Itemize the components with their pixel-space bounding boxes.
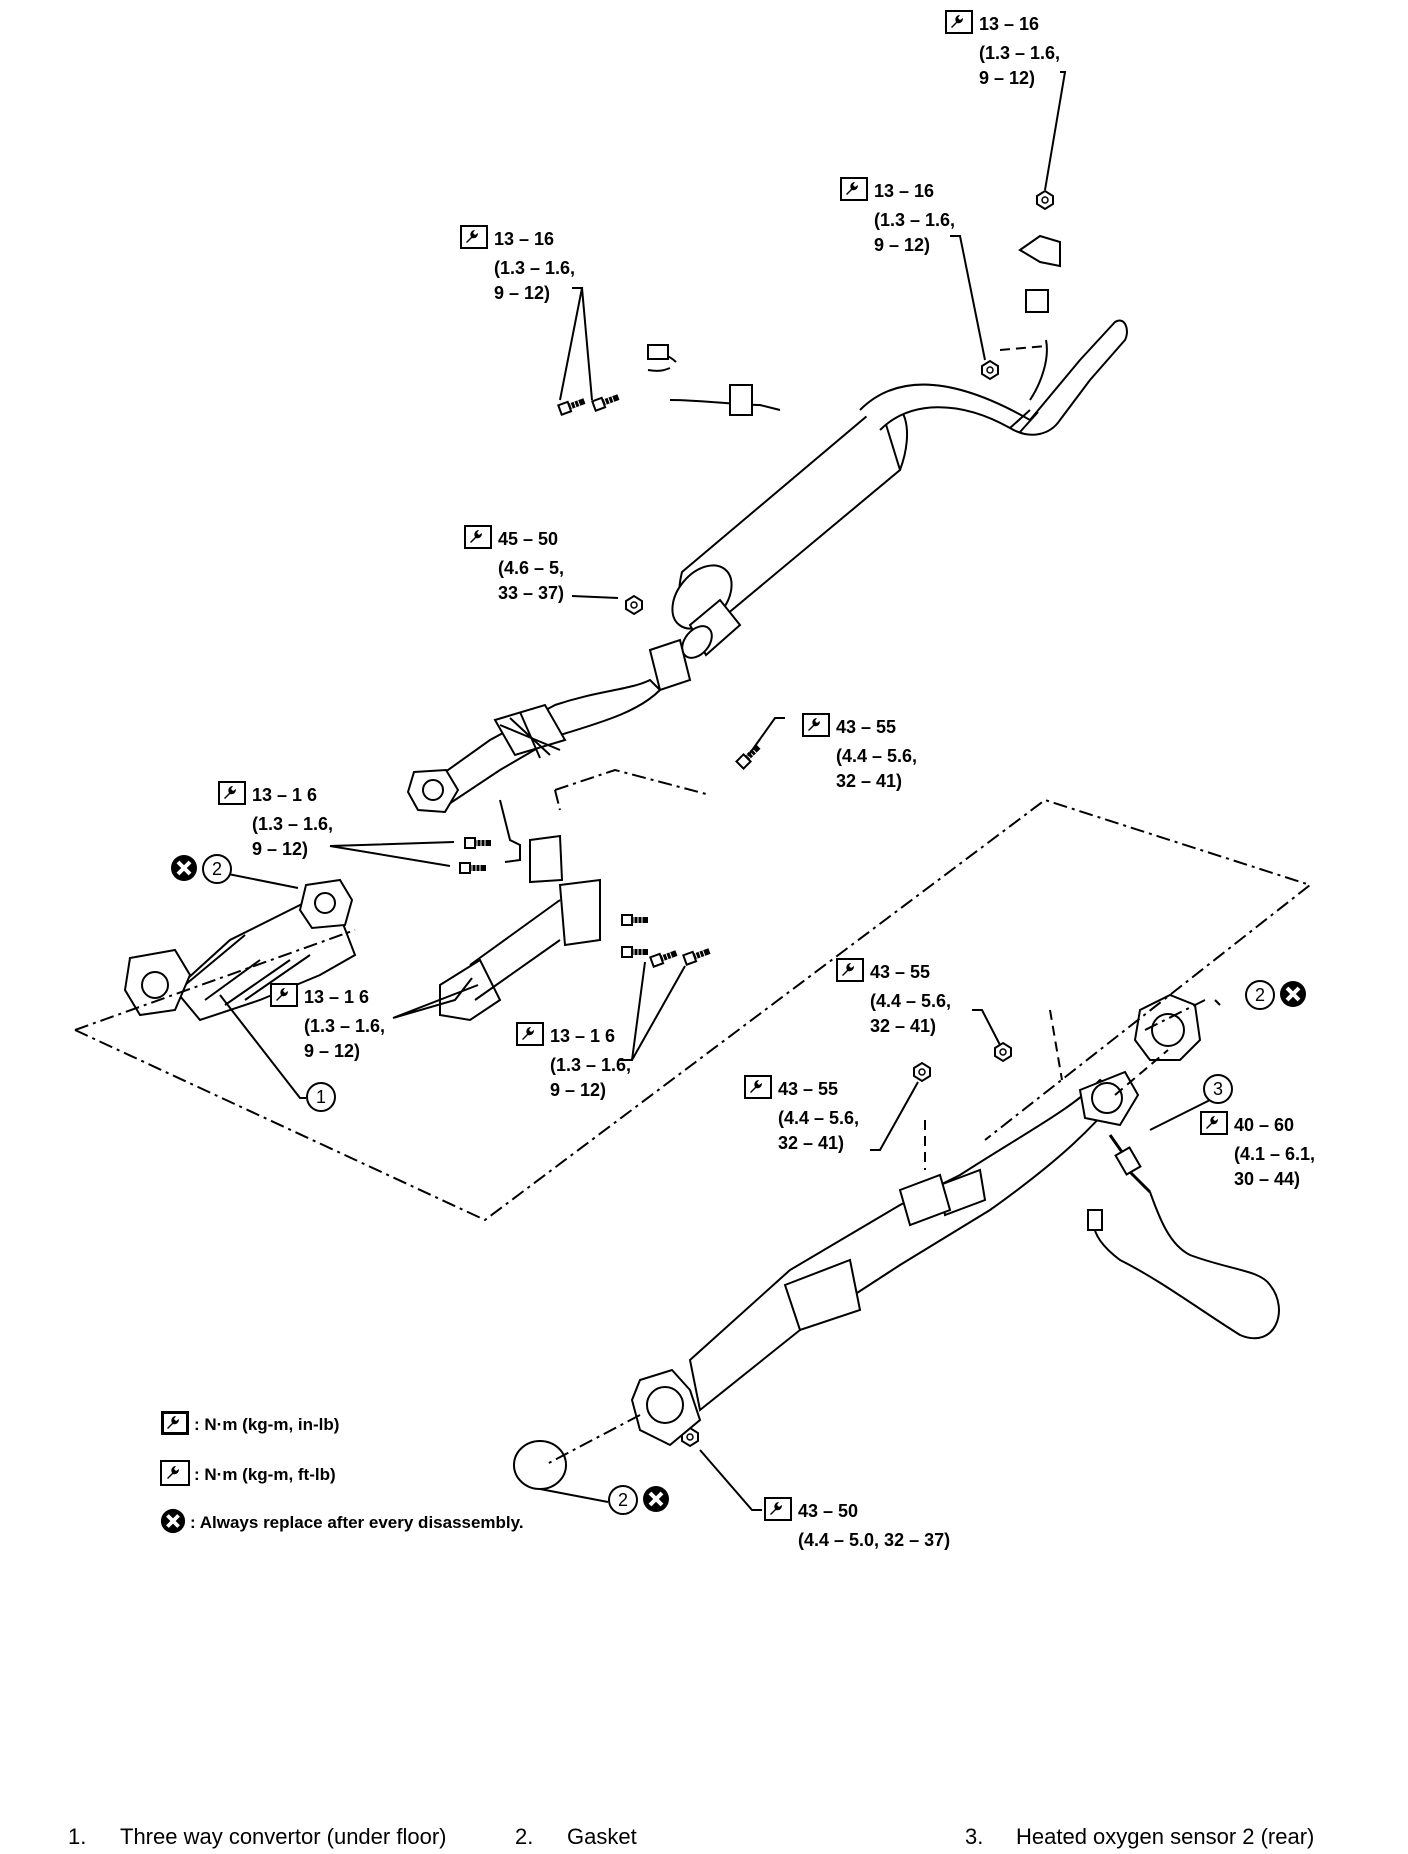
torque-kgm: (4.4 – 5.6,: [778, 1108, 860, 1128]
torque-wrench-icon: [802, 713, 830, 744]
torque-value: 43 – 50: [798, 1501, 859, 1521]
torque-kgm: (4.4 – 5.6,: [870, 991, 952, 1011]
main-muffler: [671, 402, 908, 659]
torque-label-10: 43 – 55 (4.4 – 5.6, 32 – 41): [744, 1075, 859, 1156]
part-number: 1.: [68, 1824, 87, 1849]
torque-label-8: 13 – 1 6 (1.3 – 1.6, 9 – 12): [516, 1022, 631, 1103]
torque-label-11: 40 – 60 (4.1 – 6.1, 30 – 44): [1200, 1111, 1315, 1192]
torque-ftlb: 9 – 12): [252, 839, 309, 859]
part-name: Three way convertor (under floor): [120, 1824, 447, 1849]
torque-wrench-icon: [516, 1022, 544, 1053]
torque-value: 40 – 60: [1234, 1115, 1295, 1135]
torque-label-6: 13 – 1 6 (1.3 – 1.6, 9 – 12): [218, 781, 333, 862]
torque-ftlb: 9 – 12): [874, 235, 931, 255]
torque-value: 13 – 16: [979, 14, 1040, 34]
torque-wrench-icon: [836, 958, 864, 989]
torque-wrench-icon: [160, 1460, 190, 1491]
torque-ftlb: 33 – 37): [498, 583, 565, 603]
torque-kgm: (4.6 – 5,: [498, 558, 565, 578]
always-replace-icon: [642, 1485, 670, 1518]
torque-kgm: (1.3 – 1.6,: [494, 258, 576, 278]
torque-value: 43 – 55: [778, 1079, 839, 1099]
torque-value: 13 – 16: [494, 229, 555, 249]
torque-ftlb: 9 – 12): [494, 283, 551, 303]
callout-2: 2: [1245, 980, 1275, 1010]
torque-ftlb: 32 – 41): [778, 1133, 845, 1153]
torque-label-3: 13 – 16 (1.3 – 1.6, 9 – 12): [460, 225, 575, 306]
part-number: 2.: [515, 1824, 534, 1849]
torque-label-5: 43 – 55 (4.4 – 5.6, 32 – 41): [802, 713, 917, 794]
torque-kgm: (4.4 – 5.0, 32 – 37): [798, 1530, 951, 1550]
torque-wrench-icon: [218, 781, 246, 812]
torque-wrench-icon: [270, 983, 298, 1014]
torque-value: 43 – 55: [836, 717, 897, 737]
torque-value: 13 – 16: [874, 181, 935, 201]
torque-ftlb: 30 – 44): [1234, 1169, 1301, 1189]
callout-2: 2: [202, 854, 232, 884]
torque-wrench-icon: [840, 177, 868, 208]
torque-wrench-icon: [464, 525, 492, 556]
torque-value: 45 – 50: [498, 529, 559, 549]
torque-kgm: (1.3 – 1.6,: [874, 210, 956, 230]
callout-3: 3: [1203, 1074, 1233, 1104]
torque-value: 13 – 1 6: [252, 785, 318, 805]
torque-wrench-icon: [764, 1497, 792, 1528]
torque-ftlb: 9 – 12): [304, 1041, 361, 1061]
front-exhaust-pipe: [630, 993, 1202, 1447]
part-name: Gasket: [567, 1824, 637, 1849]
torque-wrench-icon: [1200, 1111, 1228, 1142]
always-replace-icon: [170, 854, 198, 887]
legend-in-lb-text: : N·m (kg-m, in-lb): [194, 1415, 340, 1434]
three-way-convertor: [123, 878, 357, 1022]
legend-replace: : Always replace after every disassembly…: [160, 1508, 524, 1539]
torque-wrench-icon: [460, 225, 488, 256]
torque-kgm: (1.3 – 1.6,: [304, 1016, 386, 1036]
torque-kgm: (4.4 – 5.6,: [836, 746, 918, 766]
torque-wrench-icon: [744, 1075, 772, 1106]
tail-pipe: [859, 319, 1128, 436]
legend-ft-lb-text: : N·m (kg-m, ft-lb): [194, 1465, 336, 1484]
torque-value: 13 – 1 6: [304, 987, 370, 1007]
torque-label-12: 43 – 50 (4.4 – 5.0, 32 – 37): [764, 1497, 950, 1553]
callout-2: 2: [608, 1485, 638, 1515]
torque-label-9: 43 – 55 (4.4 – 5.6, 32 – 41): [836, 958, 951, 1039]
torque-ftlb: 9 – 12): [979, 68, 1036, 88]
part-number: 3.: [965, 1824, 984, 1849]
callout-1: 1: [306, 1082, 336, 1112]
torque-label-7: 13 – 1 6 (1.3 – 1.6, 9 – 12): [270, 983, 385, 1064]
torque-wrench-icon: [160, 1410, 190, 1441]
torque-value: 13 – 1 6: [550, 1026, 616, 1046]
torque-kgm: (1.3 – 1.6,: [550, 1055, 632, 1075]
legend-replace-text: : Always replace after every disassembly…: [190, 1513, 524, 1532]
torque-label-1: 13 – 16 (1.3 – 1.6, 9 – 12): [945, 10, 1060, 91]
part-name: Heated oxygen sensor 2 (rear): [1016, 1824, 1315, 1849]
torque-ftlb: 32 – 41): [836, 771, 903, 791]
legend-in-lb: : N·m (kg-m, in-lb): [160, 1410, 339, 1441]
torque-kgm: (4.1 – 6.1,: [1234, 1144, 1316, 1164]
always-replace-icon: [160, 1508, 186, 1539]
always-replace-icon: [1279, 980, 1307, 1013]
torque-value: 43 – 55: [870, 962, 931, 982]
torque-label-4: 45 – 50 (4.6 – 5, 33 – 37): [464, 525, 564, 606]
torque-kgm: (1.3 – 1.6,: [252, 814, 334, 834]
legend-ft-lb: : N·m (kg-m, ft-lb): [160, 1460, 336, 1491]
torque-wrench-icon: [945, 10, 973, 41]
torque-label-2: 13 – 16 (1.3 – 1.6, 9 – 12): [840, 177, 955, 258]
torque-ftlb: 32 – 41): [870, 1016, 937, 1036]
torque-ftlb: 9 – 12): [550, 1080, 607, 1100]
torque-kgm: (1.3 – 1.6,: [979, 43, 1061, 63]
